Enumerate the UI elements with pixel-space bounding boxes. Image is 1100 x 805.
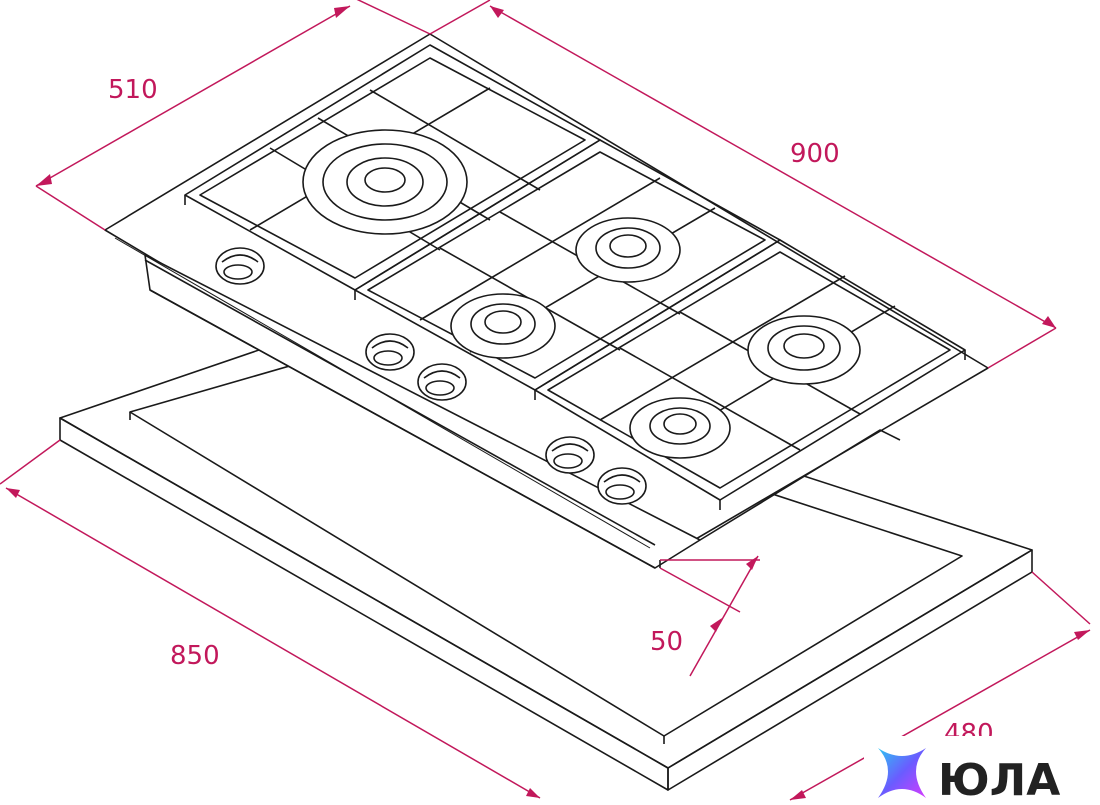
dim-line-900	[489, 5, 1057, 329]
burners	[302, 129, 861, 459]
dim-line-510	[35, 5, 351, 187]
burner-wok	[302, 129, 468, 235]
knob-5	[597, 467, 647, 505]
dim-label-50: 50	[650, 627, 683, 657]
burner-4	[747, 315, 861, 385]
dim-line-50	[689, 555, 759, 677]
dimension-labels: 510 900 850 50 480	[108, 75, 994, 749]
dimension-arrowheads	[6, 6, 1090, 800]
countertop-cutout-frame	[59, 323, 1033, 791]
watermark-logo-icon	[878, 748, 926, 798]
knob-1	[215, 247, 265, 285]
knob-3	[417, 363, 467, 401]
dim-label-510: 510	[108, 75, 158, 105]
dim-line-850	[5, 487, 541, 799]
knob-4	[545, 436, 595, 474]
burner-5	[629, 397, 731, 459]
burner-3	[450, 293, 556, 359]
control-knobs	[215, 247, 647, 505]
knob-2	[365, 333, 415, 371]
burner-2	[575, 217, 681, 283]
dim-label-900: 900	[790, 139, 840, 169]
watermark-text: ЮЛА	[938, 755, 1060, 805]
dim-line-480	[789, 629, 1091, 801]
dim-label-850: 850	[170, 641, 220, 671]
